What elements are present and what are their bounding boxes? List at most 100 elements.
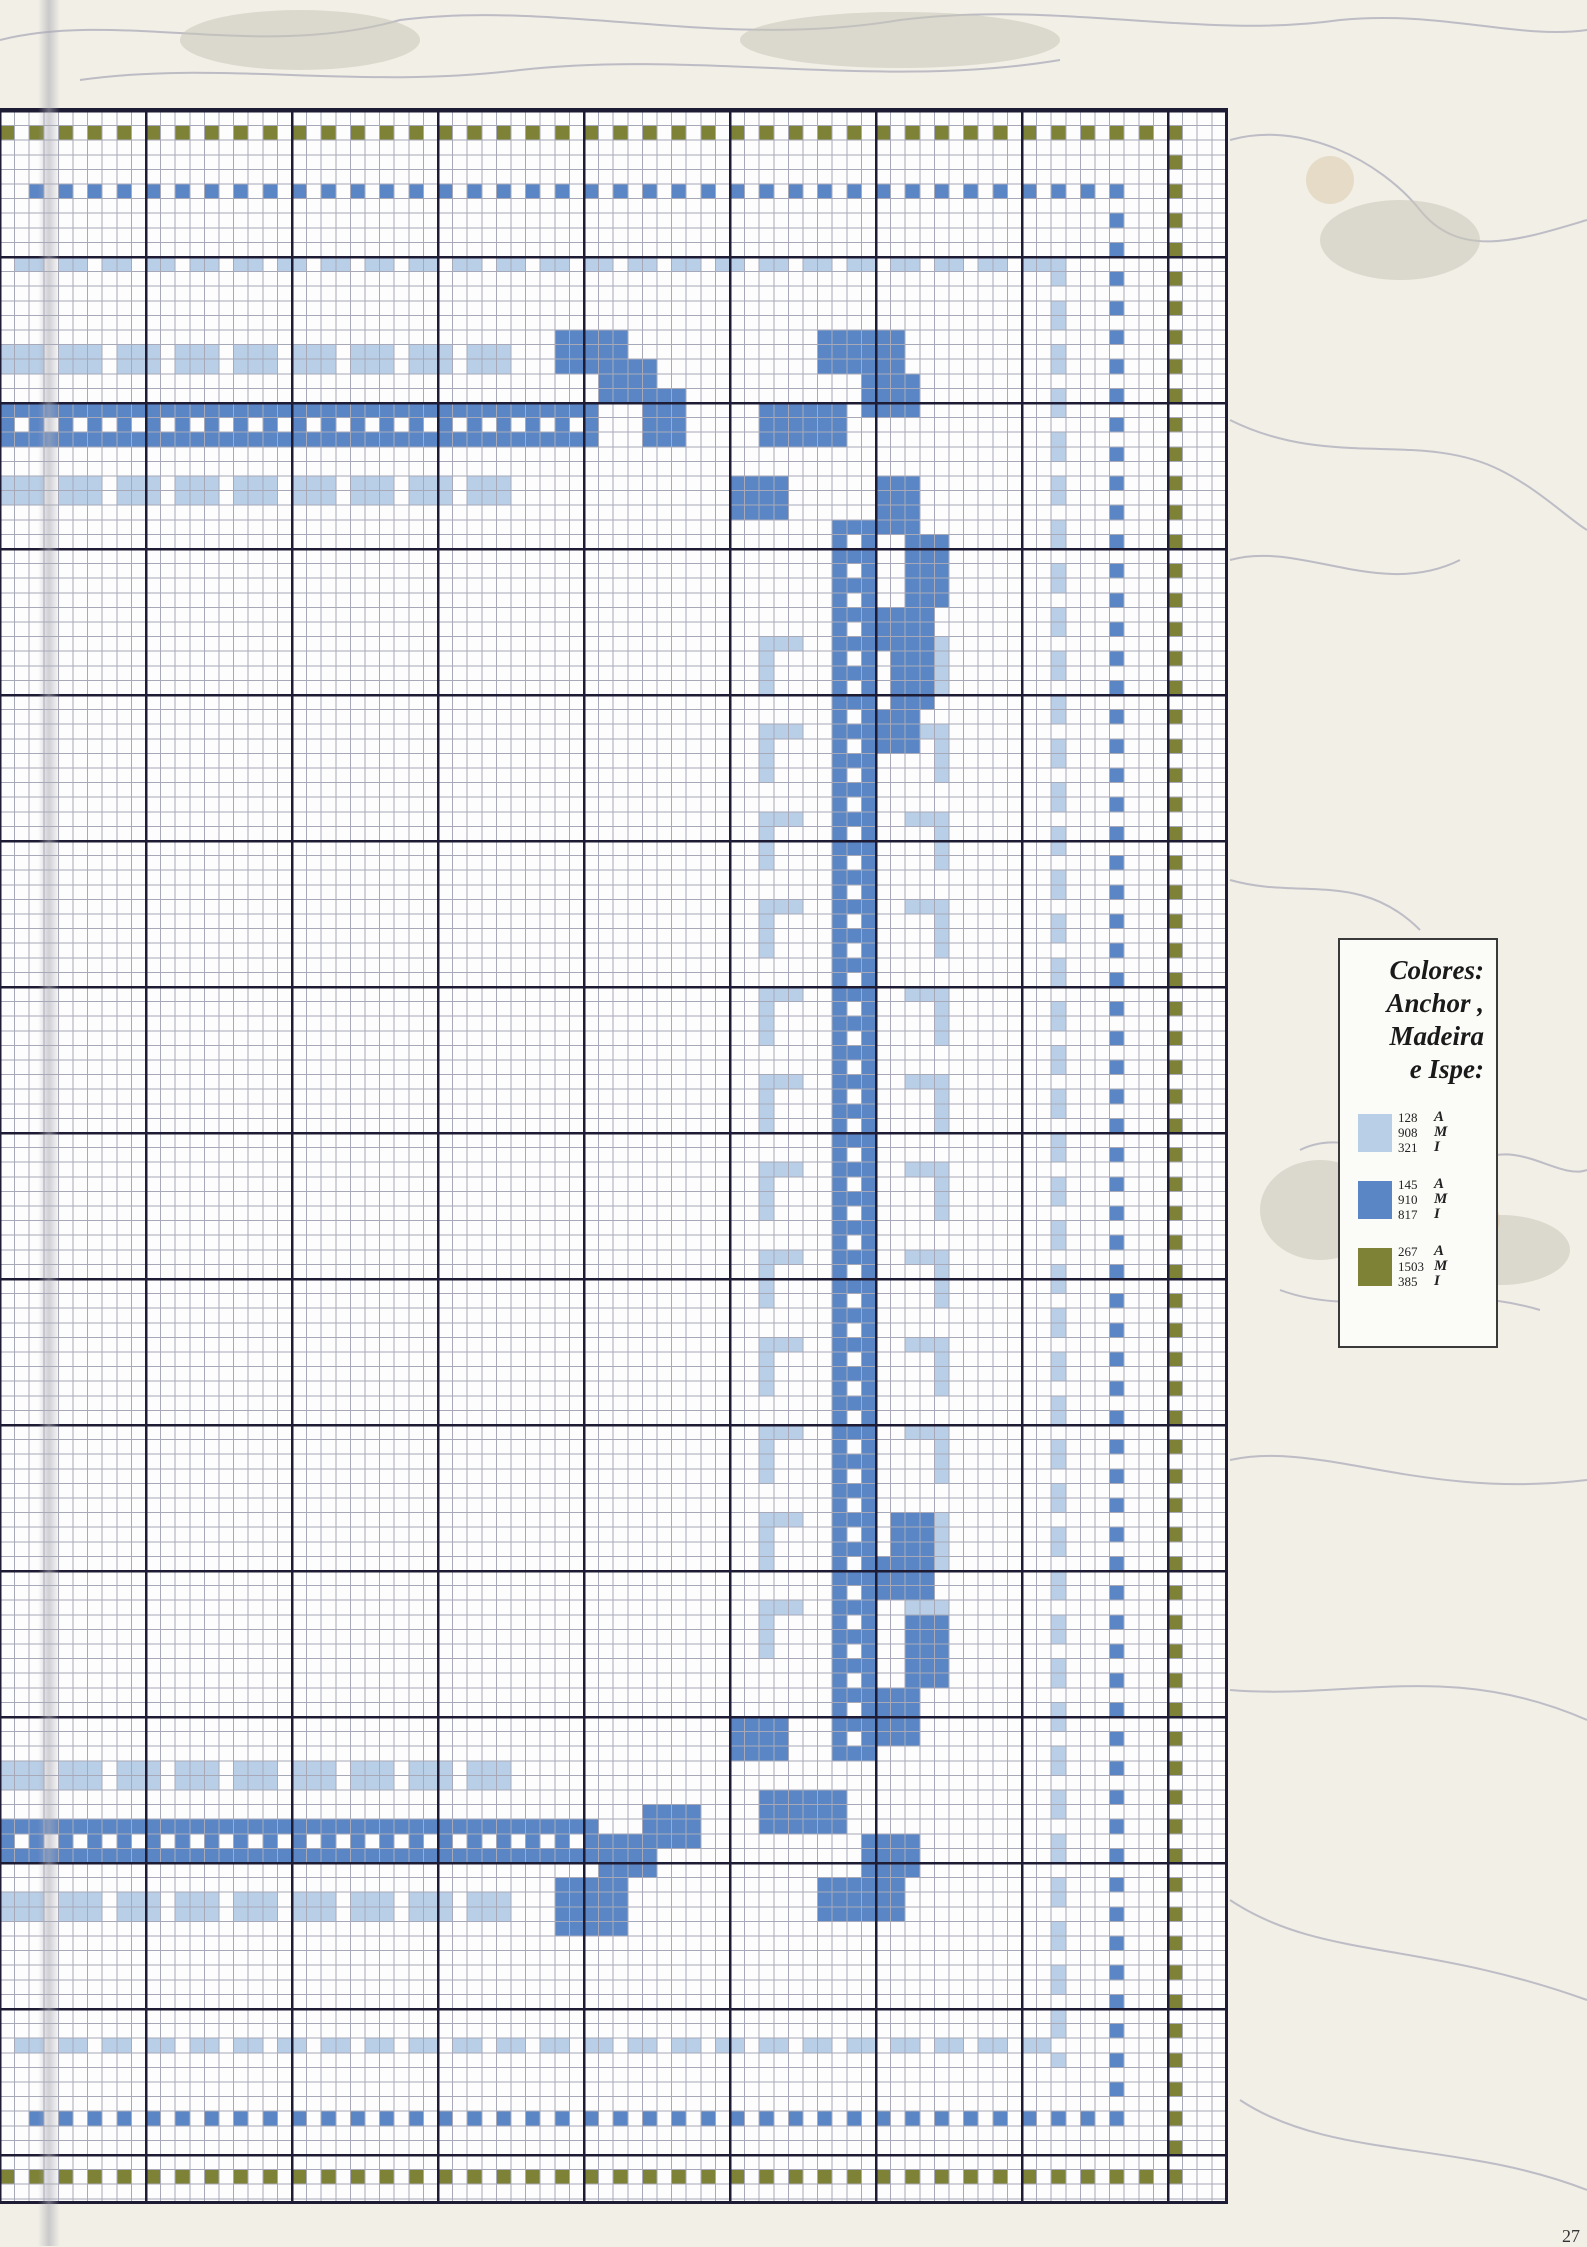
stitch-cell bbox=[555, 432, 570, 447]
stitch-cell bbox=[73, 403, 88, 418]
stitch-cell bbox=[234, 1775, 249, 1790]
stitch-cell bbox=[1022, 2170, 1037, 2185]
stitch-cell bbox=[993, 126, 1008, 141]
stitch-cell bbox=[555, 1848, 570, 1863]
stitch-cell bbox=[234, 345, 249, 360]
stitch-cell bbox=[1110, 1410, 1125, 1425]
stitch-cell bbox=[832, 1118, 847, 1133]
stitch-cell bbox=[321, 345, 336, 360]
stitch-cell bbox=[204, 257, 219, 272]
stitch-cell bbox=[891, 680, 906, 695]
stitch-cell bbox=[1168, 1848, 1183, 1863]
stitch-cell bbox=[847, 753, 862, 768]
stitch-cell bbox=[876, 1732, 891, 1747]
stitch-cell bbox=[1168, 739, 1183, 754]
stitch-cell bbox=[409, 2111, 424, 2126]
stitch-cell bbox=[891, 1878, 906, 1893]
stitch-cell bbox=[321, 1819, 336, 1834]
stitch-cell bbox=[1051, 2053, 1066, 2068]
stitch-cell bbox=[1168, 885, 1183, 900]
stitch-cell bbox=[117, 476, 132, 491]
stitch-cell bbox=[934, 1600, 949, 1615]
stitch-cell bbox=[832, 1805, 847, 1820]
stitch-cell bbox=[1051, 1045, 1066, 1060]
stitch-cell bbox=[204, 1834, 219, 1849]
stitch-cell bbox=[1168, 534, 1183, 549]
stitch-cell bbox=[1110, 1878, 1125, 1893]
stitch-cell bbox=[307, 345, 322, 360]
stitch-cell bbox=[847, 1659, 862, 1674]
stitch-cell bbox=[876, 1892, 891, 1907]
stitch-cell bbox=[1051, 1440, 1066, 1455]
stitch-cell bbox=[934, 1206, 949, 1221]
stitch-cell bbox=[555, 330, 570, 345]
stitch-cell bbox=[759, 1031, 774, 1046]
legend-title-line-4: e Ispe: bbox=[1358, 1053, 1484, 1086]
stitch-cell bbox=[788, 1819, 803, 1834]
color-legend: Colores: Anchor , Madeira e Ispe: 128 90… bbox=[1338, 938, 1498, 1348]
stitch-cell bbox=[117, 491, 132, 506]
stitch-cell bbox=[131, 476, 146, 491]
stitch-cell bbox=[73, 257, 88, 272]
stitch-cell bbox=[1110, 1469, 1125, 1484]
stitch-cell bbox=[730, 184, 745, 199]
stitch-cell bbox=[1051, 1483, 1066, 1498]
stitch-cell bbox=[365, 1907, 380, 1922]
stitch-cell bbox=[847, 1337, 862, 1352]
stitch-cell bbox=[861, 1556, 876, 1571]
stitch-cell bbox=[526, 2111, 541, 2126]
stitch-cell bbox=[453, 403, 468, 418]
stitch-cell bbox=[832, 1016, 847, 1031]
stitch-cell bbox=[409, 184, 424, 199]
stitch-cell bbox=[0, 432, 15, 447]
stitch-cell bbox=[1110, 359, 1125, 374]
stitch-cell bbox=[584, 1848, 599, 1863]
stitch-cell bbox=[978, 2038, 993, 2053]
stitch-cell bbox=[234, 491, 249, 506]
stitch-cell bbox=[1110, 1702, 1125, 1717]
stitch-cell bbox=[759, 491, 774, 506]
stitch-cell bbox=[15, 1848, 30, 1863]
stitch-cell bbox=[1051, 1542, 1066, 1557]
stitch-cell bbox=[759, 666, 774, 681]
stitch-cell bbox=[73, 1892, 88, 1907]
stitch-cell bbox=[1168, 1002, 1183, 1017]
stitch-cell bbox=[569, 330, 584, 345]
stitch-cell bbox=[905, 593, 920, 608]
stitch-cell bbox=[161, 403, 176, 418]
stitch-cell bbox=[642, 2038, 657, 2053]
stitch-cell bbox=[920, 1629, 935, 1644]
stitch-cell bbox=[131, 1761, 146, 1776]
stitch-cell bbox=[292, 491, 307, 506]
stitch-cell bbox=[832, 680, 847, 695]
stitch-cell bbox=[1168, 972, 1183, 987]
stitch-cell bbox=[1051, 651, 1066, 666]
stitch-cell bbox=[861, 257, 876, 272]
stitch-cell bbox=[759, 680, 774, 695]
stitch-cell bbox=[1110, 826, 1125, 841]
stitch-cell bbox=[204, 126, 219, 141]
stitch-cell bbox=[759, 651, 774, 666]
stitch-cell bbox=[920, 651, 935, 666]
stitch-cell bbox=[774, 724, 789, 739]
stitch-cell bbox=[88, 2111, 103, 2126]
stitch-cell bbox=[876, 520, 891, 535]
stitch-cell bbox=[1051, 1410, 1066, 1425]
stitch-cell bbox=[788, 724, 803, 739]
stitch-cell bbox=[657, 403, 672, 418]
stitch-cell bbox=[190, 1761, 205, 1776]
stitch-cell bbox=[1051, 1264, 1066, 1279]
stitch-cell bbox=[599, 388, 614, 403]
stitch-cell bbox=[657, 432, 672, 447]
stitch-cell bbox=[934, 1250, 949, 1265]
stitch-cell bbox=[905, 491, 920, 506]
stitch-cell bbox=[861, 1148, 876, 1163]
stitch-cell bbox=[847, 1513, 862, 1528]
stitch-cell bbox=[774, 1075, 789, 1090]
stitch-cell bbox=[613, 2111, 628, 2126]
stitch-cell bbox=[905, 1527, 920, 1542]
stitch-cell bbox=[759, 1016, 774, 1031]
stitch-cell bbox=[1110, 447, 1125, 462]
stitch-cell bbox=[847, 330, 862, 345]
legend-title-line-3: Madeira bbox=[1358, 1020, 1484, 1053]
